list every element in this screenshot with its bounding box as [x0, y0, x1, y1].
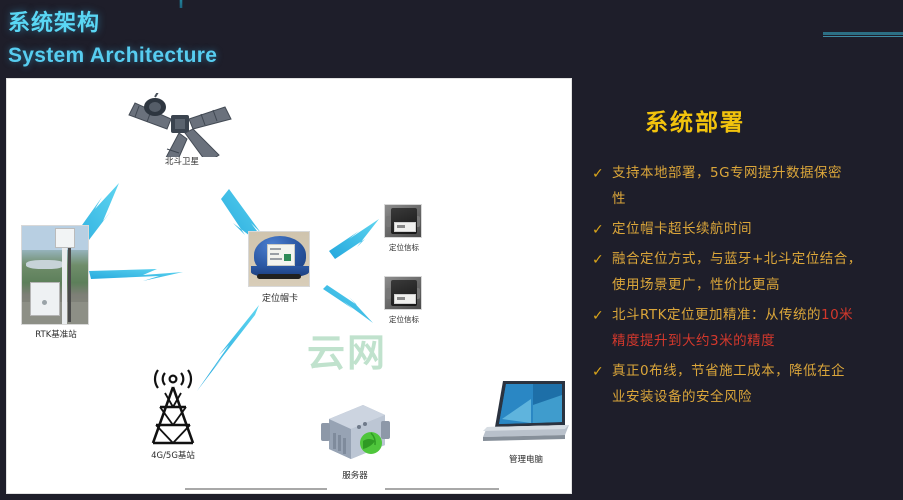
right-panel-title: 系统部署: [645, 109, 745, 135]
check-icon: ✓: [592, 307, 604, 323]
decorative-top-rule: [823, 32, 903, 35]
positioning-beacon-photo: [384, 204, 422, 238]
list-item: ✓ 北斗RTK定位更加精准：从传统的10米 精度提升到大约3米的精度: [592, 302, 897, 354]
bullet-line: 真正0布线，节省施工成本，降低在企: [612, 363, 846, 379]
list-item: ✓ 真正0布线，节省施工成本，降低在企 业安装设备的安全风险: [592, 358, 897, 410]
node-label: 北斗卫星: [164, 157, 200, 167]
bullet-line-highlight: 精度提升到大约3米的精度: [612, 333, 776, 349]
bullet-line: 支持本地部署，5G专网提升数据保密: [612, 165, 843, 181]
node-rtk-base-station: RTK基准站: [21, 225, 91, 341]
node-label: 管理电脑: [508, 455, 544, 465]
page-title-cn: 系统架构: [8, 10, 101, 35]
positioning-beacon-photo: [384, 276, 422, 310]
satellite-icon: [128, 86, 232, 172]
bullet-line: 融合定位方式，与蓝牙+北斗定位结合，: [612, 251, 862, 267]
node-positioning-beacon-2: 定位信标: [384, 276, 424, 328]
deployment-bullet-list: ✓ 支持本地部署，5G专网提升数据保密 性 ✓ 定位帽卡超长续航时间 ✓ 融合定…: [592, 160, 897, 414]
bullet-line: 性: [612, 191, 626, 207]
server-icon: [321, 405, 390, 459]
bullet-text: 支持本地部署，5G专网提升数据保密 性: [612, 160, 897, 212]
check-icon: ✓: [592, 363, 604, 379]
node-satellite: 北斗卫星: [127, 86, 237, 173]
node-positioning-beacon-1: 定位信标: [384, 204, 424, 256]
list-item: ✓ 定位帽卡超长续航时间: [592, 216, 897, 242]
laptop-icon: [483, 381, 569, 441]
decorative-cross-fragment-icon: [168, 0, 194, 8]
node-server: 服务器: [319, 397, 391, 489]
node-cell-tower: 4G/5G基站: [141, 369, 205, 465]
node-label: 定位信标: [389, 243, 419, 252]
node-label: 服务器: [342, 471, 368, 481]
node-label: 定位帽卡: [261, 294, 299, 304]
decorative-top-rule-highlight: [823, 36, 903, 37]
node-label: 定位信标: [389, 315, 419, 324]
node-label: 4G/5G基站: [151, 451, 195, 461]
node-label: RTK基准站: [35, 330, 77, 340]
bullet-text: 真正0布线，节省施工成本，降低在企 业安装设备的安全风险: [612, 358, 897, 410]
bullet-line: 定位帽卡超长续航时间: [612, 221, 752, 237]
node-management-laptop: 管理电脑: [481, 375, 571, 485]
bullet-text: 定位帽卡超长续航时间: [612, 216, 897, 242]
bullet-highlight: 10米: [821, 307, 854, 323]
check-icon: ✓: [592, 251, 604, 267]
positioning-helmet-card-photo: [248, 231, 310, 287]
bullet-line: 北斗RTK定位更加精准：从传统的: [612, 307, 821, 323]
list-item: ✓ 支持本地部署，5G专网提升数据保密 性: [592, 160, 897, 212]
bullet-text: 融合定位方式，与蓝牙+北斗定位结合， 使用场景更广，性价比更高: [612, 246, 897, 298]
node-positioning-helmet-card: 定位帽卡: [248, 231, 312, 307]
list-item: ✓ 融合定位方式，与蓝牙+北斗定位结合， 使用场景更广，性价比更高: [592, 246, 897, 298]
page-title-en: System Architecture: [8, 44, 218, 67]
bullet-line: 使用场景更广，性价比更高: [612, 277, 780, 293]
bullet-line: 业安装设备的安全风险: [612, 389, 752, 405]
bullet-text: 北斗RTK定位更加精准：从传统的10米 精度提升到大约3米的精度: [612, 302, 897, 354]
rtk-base-station-photo: [21, 225, 89, 325]
cell-tower-icon: [151, 369, 195, 445]
check-icon: ✓: [592, 165, 604, 181]
check-icon: ✓: [592, 221, 604, 237]
architecture-diagram-panel: 北斗卫星 RTK基准站 定位帽卡: [6, 78, 572, 494]
